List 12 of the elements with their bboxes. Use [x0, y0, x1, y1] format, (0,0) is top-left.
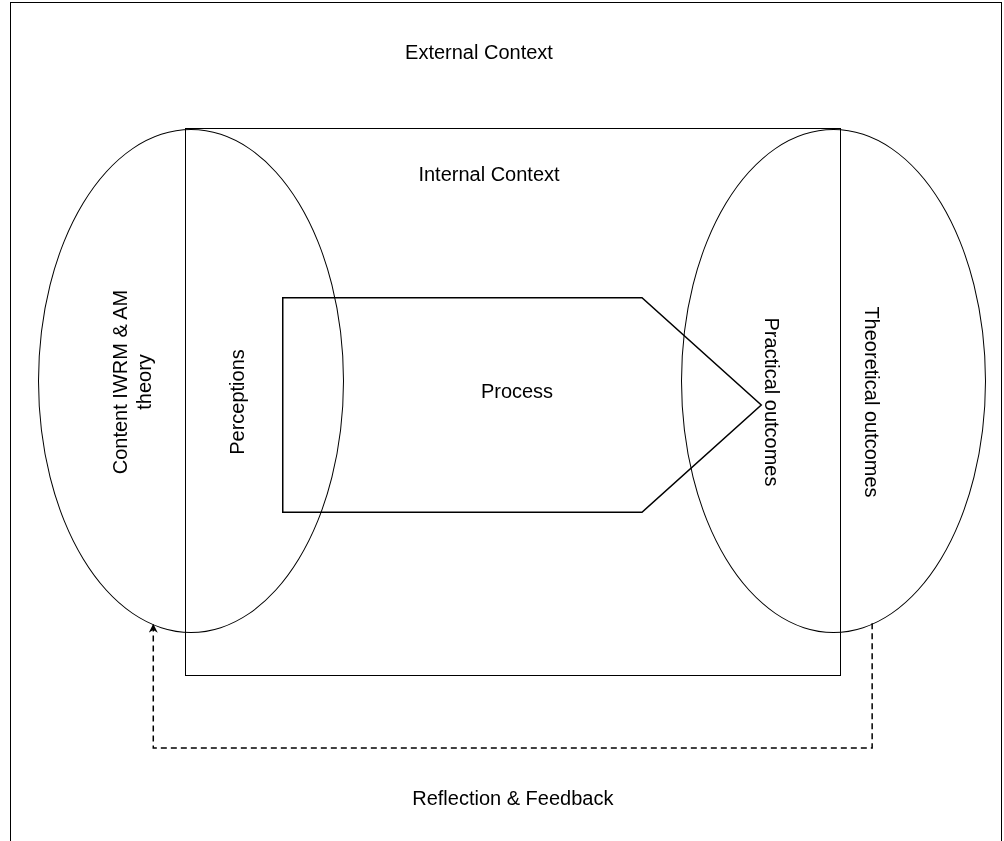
node-label: Process — [479, 379, 555, 403]
ellipse — [681, 129, 986, 633]
node-label: Theoretical outcomes — [860, 305, 884, 500]
ellipse — [38, 129, 344, 633]
node-label: External Context — [404, 40, 554, 64]
node-label: Internal Context — [417, 162, 561, 186]
node-label: Content IWRM & AM theory — [108, 288, 156, 477]
node-label: Practical outcomes — [760, 316, 784, 489]
process-arrow-shape — [282, 297, 762, 513]
context-box — [185, 128, 841, 676]
dashed-arrow — [148, 622, 873, 749]
node-label: Perceptions — [225, 348, 249, 457]
